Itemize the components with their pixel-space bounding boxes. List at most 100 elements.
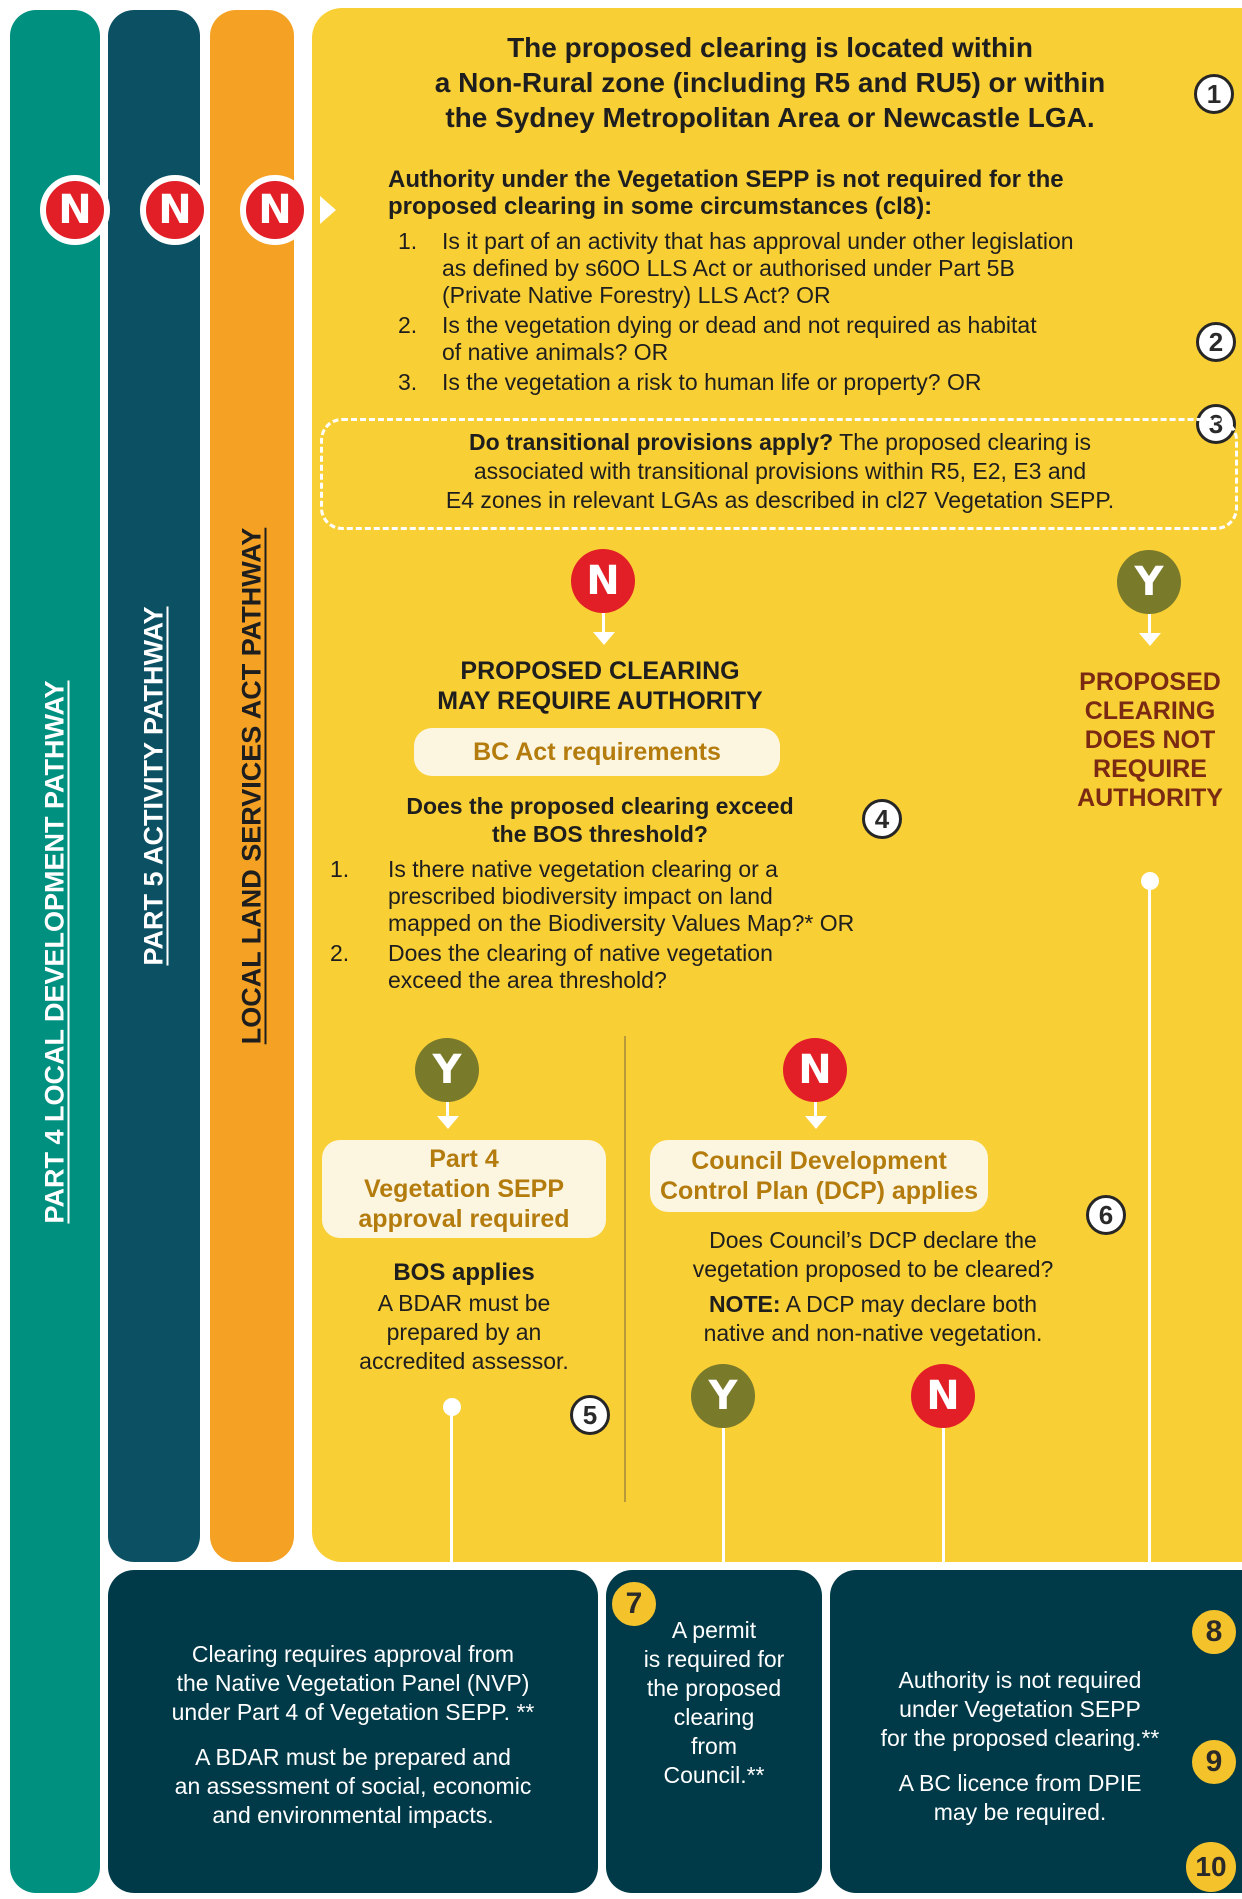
may-require-line2: MAY REQUIRE AUTHORITY [437, 687, 763, 715]
dcp-applies-line1: Council Development [691, 1147, 947, 1175]
dcp-note-line2: native and non-native vegetation. [703, 1320, 1043, 1346]
column-divider [624, 1036, 626, 1502]
criteria-item-1-line1: Is it part of an activity that has appro… [442, 228, 1074, 254]
dcp-note-rest: A DCP may declare both [780, 1291, 1038, 1317]
dcp-question-line1: Does Council’s DCP declare the [709, 1227, 1037, 1253]
not-required-line5: may be required. [933, 1799, 1107, 1825]
permit-line3: the proposed [646, 1675, 782, 1701]
bos-item-2: 2. Does the clearing of native vegetatio… [330, 940, 1030, 994]
zone-heading-line3: the Sydney Metropolitan Area or Newcastl… [445, 102, 1095, 133]
transitional-y-connector [1148, 614, 1151, 634]
lls-pathway-label: LOCAL LAND SERVICES ACT PATHWAY [236, 527, 267, 1045]
part4-pathway-label: PART 4 LOCAL DEVELOPMENT PATHWAY [39, 679, 70, 1224]
criteria-item-3-num: 3. [398, 369, 418, 395]
not-required-line1: Authority is not required [898, 1667, 1142, 1693]
permit-outcome-text: A permit is required for the proposed cl… [606, 1616, 822, 1790]
may-require-authority-heading: PROPOSED CLEARING MAY REQUIRE AUTHORITY [380, 656, 820, 716]
nvp-line5: an assessment of social, economic [174, 1773, 532, 1799]
transitional-line1-rest: The proposed clearing is [833, 429, 1092, 455]
zone-heading-line2: a Non-Rural zone (including R5 and RU5) … [434, 67, 1106, 98]
lls-pathway-bar: LOCAL LAND SERVICES ACT PATHWAY [210, 10, 294, 1562]
criteria-item-1-line3: (Private Native Forestry) LLS Act? OR [442, 282, 831, 308]
not-required-line4: A BC licence from DPIE [898, 1770, 1142, 1796]
permit-line2: is required for [643, 1646, 785, 1672]
bos-question-line1: Does the proposed clearing exceed [406, 793, 794, 819]
nvp-line3: under Part 4 of Vegetation SEPP. ** [171, 1699, 535, 1725]
part4-connector-dot [443, 1398, 461, 1416]
criteria-item-3-line1: Is the vegetation a risk to human life o… [442, 369, 982, 395]
bos-applies-line3: accredited assessor. [359, 1348, 569, 1374]
bos-n-badge: N [783, 1038, 847, 1102]
step-number-4: 4 [862, 799, 902, 839]
bos-item-2-line1: Does the clearing of native vegetation [388, 940, 773, 966]
permit-line6: Council.** [663, 1762, 765, 1788]
transitional-line2: associated with transitional provisions … [473, 458, 1087, 484]
part4-n-badge: N [40, 175, 110, 245]
criteria-item-2-line1: Is the vegetation dying or dead and not … [442, 312, 1037, 338]
bos-threshold-question: Does the proposed clearing exceed the BO… [370, 792, 830, 848]
nvp-outcome-box: Clearing requires approval from the Nati… [108, 1570, 598, 1893]
step-number-10: 10 [1186, 1842, 1236, 1892]
bos-item-2-line2: exceed the area threshold? [388, 967, 667, 993]
step-number-6: 6 [1086, 1195, 1126, 1235]
dcp-note-line1: NOTE: A DCP may declare both [632, 1290, 1114, 1319]
dcp-n-badge: N [911, 1364, 975, 1428]
part5-pathway-label: PART 5 ACTIVITY PATHWAY [138, 606, 169, 966]
step-number-9: 9 [1192, 1740, 1236, 1784]
step-number-2: 2 [1196, 322, 1236, 362]
criteria-item-1-num: 1. [398, 228, 418, 254]
bos-n-arrow [805, 1116, 827, 1129]
nvp-line1: Clearing requires approval from [191, 1641, 515, 1667]
bos-y-arrow [437, 1116, 459, 1129]
bos-item-1-line2: prescribed biodiversity impact on land [388, 883, 773, 909]
dnr-line1: PROPOSED [1079, 668, 1221, 696]
transitional-question: Do transitional provisions apply? [468, 429, 834, 455]
does-not-require-authority-heading: PROPOSED CLEARING DOES NOT REQUIRE AUTHO… [1040, 668, 1242, 813]
authority-heading-line1: Authority under the Vegetation SEPP is n… [388, 166, 1064, 193]
bos-y-connector [446, 1102, 449, 1118]
transitional-line3: E4 zones in relevant LGAs as described i… [445, 487, 1115, 513]
dnr-connector-dot [1141, 872, 1159, 890]
authority-criteria-list: 1. Is it part of an activity that has ap… [398, 228, 1218, 396]
bos-item-1-num: 1. [330, 856, 350, 882]
dnr-connector-line [1148, 888, 1151, 1568]
step-number-8: 8 [1192, 1610, 1236, 1654]
dcp-question-block: Does Council’s DCP declare the vegetatio… [632, 1226, 1114, 1348]
criteria-item-2: 2. Is the vegetation dying or dead and n… [398, 312, 1218, 366]
criteria-item-3: 3. Is the vegetation a risk to human lif… [398, 369, 1218, 396]
part4-approval-line1: Part 4 [429, 1145, 499, 1173]
part5-n-badge: N [140, 175, 210, 245]
part4-connector-line [450, 1414, 453, 1574]
dnr-line2: CLEARING [1084, 697, 1216, 725]
nvp-line4: A BDAR must be prepared and [195, 1744, 511, 1770]
bos-applies-block: BOS applies A BDAR must be prepared by a… [322, 1258, 606, 1376]
nvp-line2: the Native Vegetation Panel (NVP) [176, 1670, 530, 1696]
dcp-n-connector [942, 1428, 945, 1574]
transitional-y-arrow [1139, 633, 1161, 646]
zone-heading-line1: The proposed clearing is located within [507, 32, 1033, 63]
dcp-applies-box: Council Development Control Plan (DCP) a… [650, 1140, 988, 1212]
bos-item-1-line3: mapped on the Biodiversity Values Map?* … [388, 910, 855, 936]
part4-pathway-bar: PART 4 LOCAL DEVELOPMENT PATHWAY [10, 10, 100, 1893]
part5-pathway-bar: PART 5 ACTIVITY PATHWAY [108, 10, 200, 1562]
transitional-line1: Do transitional provisions apply? The pr… [330, 428, 1230, 457]
bos-y-badge: Y [415, 1038, 479, 1102]
part4-approval-line2: Vegetation SEPP [363, 1175, 565, 1203]
part4-approval-line3: approval required [358, 1205, 570, 1233]
dnr-line5: AUTHORITY [1077, 784, 1223, 812]
transitional-provisions-text: Do transitional provisions apply? The pr… [330, 428, 1230, 515]
nvp-line6: and environmental impacts. [212, 1802, 494, 1828]
criteria-item-1: 1. Is it part of an activity that has ap… [398, 228, 1218, 309]
connector-chevron [320, 196, 336, 224]
lls-n-badge: N [240, 175, 310, 245]
not-required-outcome-text: Authority is not required under Vegetati… [830, 1666, 1210, 1827]
may-require-line1: PROPOSED CLEARING [460, 657, 740, 685]
permit-line5: from [691, 1733, 737, 1759]
transitional-provisions-box [320, 418, 1238, 530]
transitional-n-badge: N [571, 549, 635, 613]
bos-item-2-num: 2. [330, 940, 350, 966]
dcp-applies-line2: Control Plan (DCP) applies [659, 1177, 979, 1205]
bos-criteria-list: 1. Is there native vegetation clearing o… [330, 856, 1030, 994]
dcp-y-badge: Y [691, 1364, 755, 1428]
authority-heading-line2: proposed clearing in some circumstances … [388, 193, 933, 220]
